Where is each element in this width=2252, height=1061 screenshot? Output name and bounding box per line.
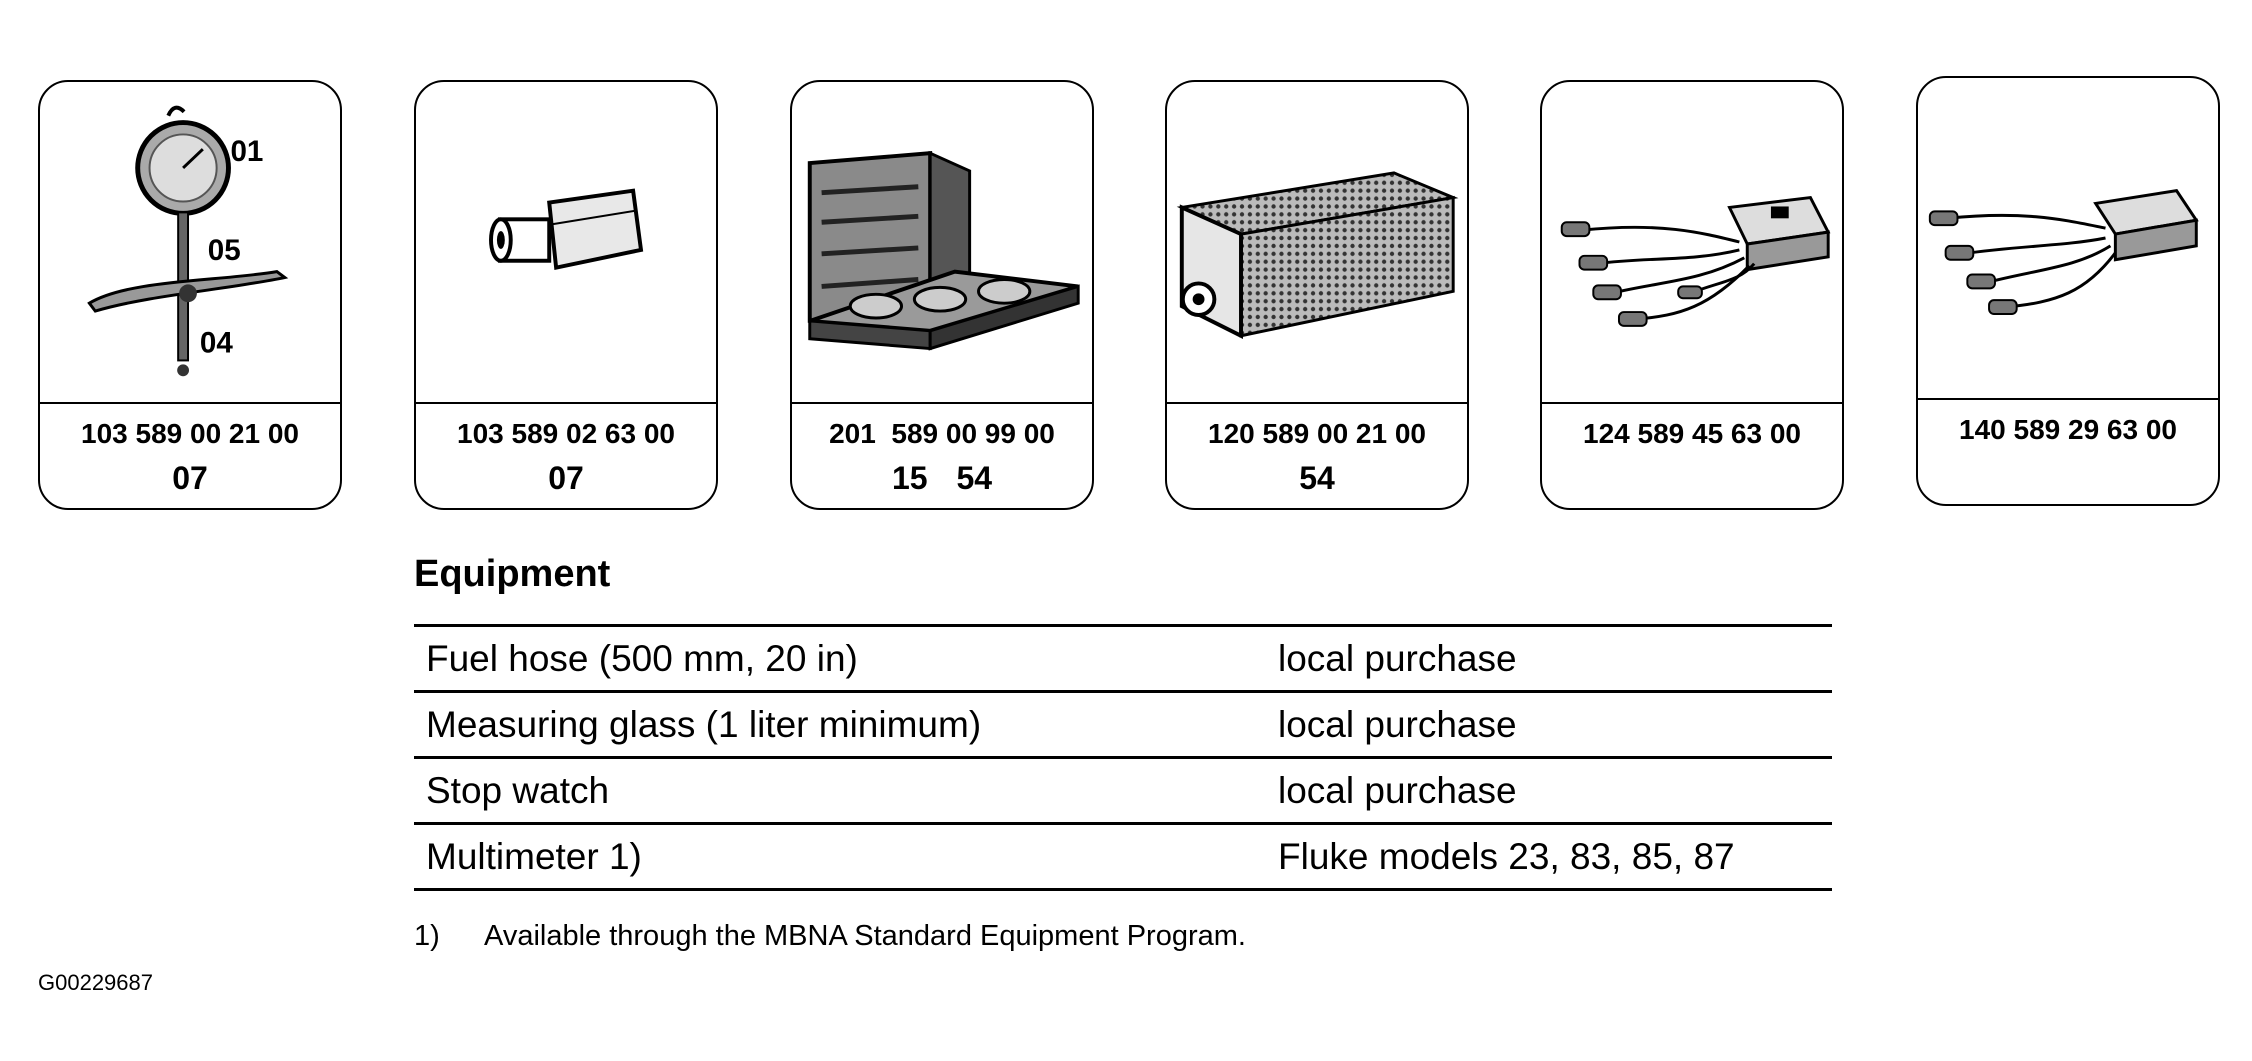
figure-id: G00229687	[38, 970, 153, 995]
footnote-text: Available through the MBNA Standard Equi…	[484, 920, 1246, 952]
tool-card: 103 589 02 63 00 07	[414, 80, 718, 510]
part-number: 103 589 02 63 00	[457, 418, 675, 449]
table-row: Stop watch local purchase	[414, 757, 1832, 825]
part-number: 103 589 00 21 00	[81, 418, 299, 449]
callout-label: 04	[200, 327, 233, 360]
equipment-table: Fuel hose (500 mm, 20 in) local purchase…	[414, 624, 1832, 891]
footnote-marker: 1)	[414, 920, 440, 952]
table-row: Fuel hose (500 mm, 20 in) local purchase	[414, 624, 1832, 693]
tool-card: 01 05 04 103 589 00 21 00 07	[38, 80, 342, 510]
card-divider	[416, 402, 716, 404]
equipment-source: Fluke models 23, 83, 85, 87	[1266, 823, 1832, 891]
tool-card: 124 589 45 63 00	[1540, 80, 1844, 510]
table-row: Measuring glass (1 liter minimum) local …	[414, 691, 1832, 759]
callout-label: 05	[208, 234, 241, 267]
tool-codes: 07	[172, 460, 208, 496]
part-number: 201 589 00 99 00	[829, 418, 1055, 449]
equipment-source: local purchase	[1266, 624, 1832, 693]
equipment-source: local purchase	[1266, 757, 1832, 825]
tool-codes: 15 54	[891, 460, 993, 496]
tool-codes: 54	[1299, 460, 1335, 496]
card-divider	[1918, 398, 2218, 400]
equipment-item: Stop watch	[414, 757, 1266, 825]
adapter-fitting-icon	[416, 82, 716, 402]
card-divider	[1167, 402, 1467, 404]
footnote: 1) Available through the MBNA Standard Eq…	[414, 920, 1246, 953]
test-cable-icon	[1542, 82, 1842, 402]
part-number: 120 589 00 21 00	[1208, 418, 1426, 449]
equipment-item: Measuring glass (1 liter minimum)	[414, 691, 1266, 759]
tool-card: 140 589 29 63 00	[1916, 76, 2220, 506]
part-number: 124 589 45 63 00	[1583, 418, 1801, 449]
card-divider	[1542, 402, 1842, 404]
callout-label: 01	[230, 135, 263, 168]
card-divider	[40, 402, 340, 404]
equipment-item: Multimeter 1)	[414, 823, 1266, 891]
table-row: Multimeter 1) Fluke models 23, 83, 85, 8…	[414, 823, 1832, 891]
dial-gauge-icon: 01 05 04	[40, 82, 340, 402]
tool-codes: 07	[548, 460, 584, 496]
equipment-heading: Equipment	[414, 553, 611, 595]
tool-card: 201 589 00 99 00 15 54	[790, 80, 1094, 510]
card-divider	[792, 402, 1092, 404]
equipment-source: local purchase	[1266, 691, 1832, 759]
part-number: 140 589 29 63 00	[1959, 414, 2177, 445]
equipment-item: Fuel hose (500 mm, 20 in)	[414, 624, 1266, 693]
test-cable-icon	[1918, 78, 2218, 398]
tool-card: 120 589 00 21 00 54	[1165, 80, 1469, 510]
socket-box-icon	[1167, 82, 1467, 402]
test-case-icon	[792, 82, 1092, 402]
